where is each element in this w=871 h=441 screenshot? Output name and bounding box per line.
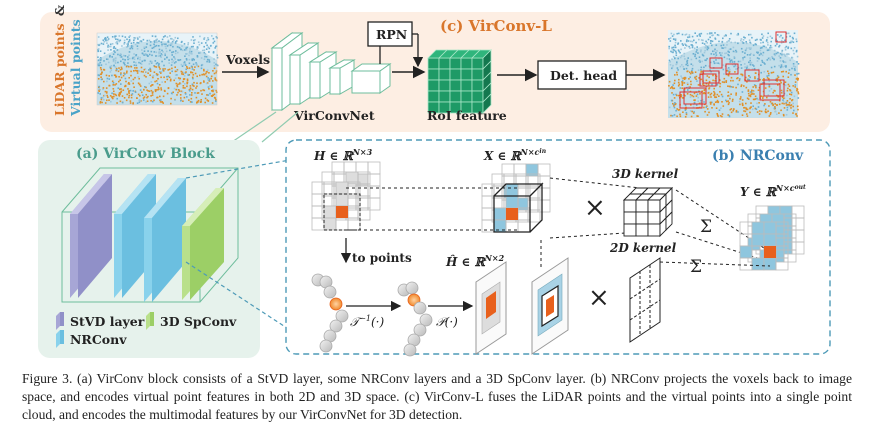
det-head-label: Det. head: [550, 68, 617, 83]
kernel2d-grid: [629, 257, 661, 343]
projection-label: 𝒫(·): [436, 315, 458, 329]
projection-dashed-lines: [346, 177, 771, 263]
voxels-label: Voxels: [225, 52, 270, 67]
det-head-box: [537, 60, 627, 90]
block-legend: StVD layer 3D SpConv NRConv: [56, 312, 237, 348]
image-plane-x: [531, 257, 569, 355]
virconvnet-label: VirConvNet: [293, 108, 375, 123]
detection-boxes: [679, 31, 787, 109]
roi-feature-label: RoI feature: [427, 108, 507, 123]
to-points-label: to points: [352, 251, 412, 265]
kernel2d-to-y-line: [659, 261, 771, 267]
stvd-legend-label: StVD layer: [70, 314, 145, 329]
kernel2d-label: 2D kernel: [609, 241, 677, 255]
sigma-2d: Σ: [690, 257, 702, 277]
point-chain-left: [311, 273, 349, 353]
times-3d: ×: [584, 193, 606, 223]
connector-line-right: [261, 111, 299, 143]
nrconv-title: (b) NRConv: [712, 148, 804, 164]
image-plane-hhat: [475, 261, 507, 355]
y-voxel-grid: [739, 205, 805, 271]
roi-feature-cube: [427, 49, 492, 114]
input-point-cloud: [96, 32, 219, 106]
lidar-virtual-label: LiDAR points & Virtual points: [52, 4, 83, 117]
virconvnet-blocks: [270, 32, 392, 111]
spconv-legend-label: 3D SpConv: [160, 314, 237, 329]
kernel3d-label: 3D kernel: [612, 167, 679, 181]
svg-text:LiDAR points &: LiDAR points &: [52, 4, 67, 116]
x-voxel-grid: [481, 163, 551, 233]
connector-line-left: [231, 111, 277, 143]
nrconv-legend-swatch: [56, 330, 60, 348]
h-voxel-grid: [311, 161, 381, 231]
nrconv-legend-label: NRConv: [70, 332, 127, 347]
times-2d: ×: [588, 283, 610, 313]
virconv-block-title: (a) VirConv Block: [76, 146, 215, 162]
virconv-l-title: (c) VirConv-L: [440, 17, 552, 35]
spconv-legend-swatch: [146, 312, 150, 330]
stvd-legend-swatch: [56, 312, 60, 330]
kernel3d-cube: [622, 186, 674, 238]
virtual-points-label: Virtual points: [68, 19, 83, 117]
nrconv-to-b-line-top: [185, 159, 291, 179]
point-chain-right: [397, 281, 433, 357]
hhat-label: Ĥ ∈ ℝN×2: [445, 253, 505, 269]
nrconv-panel: [285, 139, 831, 355]
y-label: Y ∈ ℝN×cout: [740, 183, 806, 199]
x-label: X ∈ ℝN×cin: [483, 147, 546, 163]
h-label: H ∈ ℝN×3: [313, 147, 373, 163]
figure-caption: Figure 3. (a) VirConv block consists of …: [22, 371, 852, 422]
sigma-3d: Σ: [700, 217, 712, 237]
lidar-points-label: LiDAR points: [52, 23, 67, 116]
output-point-cloud: [668, 30, 800, 118]
virconv-block-layers: [61, 167, 239, 303]
rpn-label: RPN: [376, 27, 407, 42]
